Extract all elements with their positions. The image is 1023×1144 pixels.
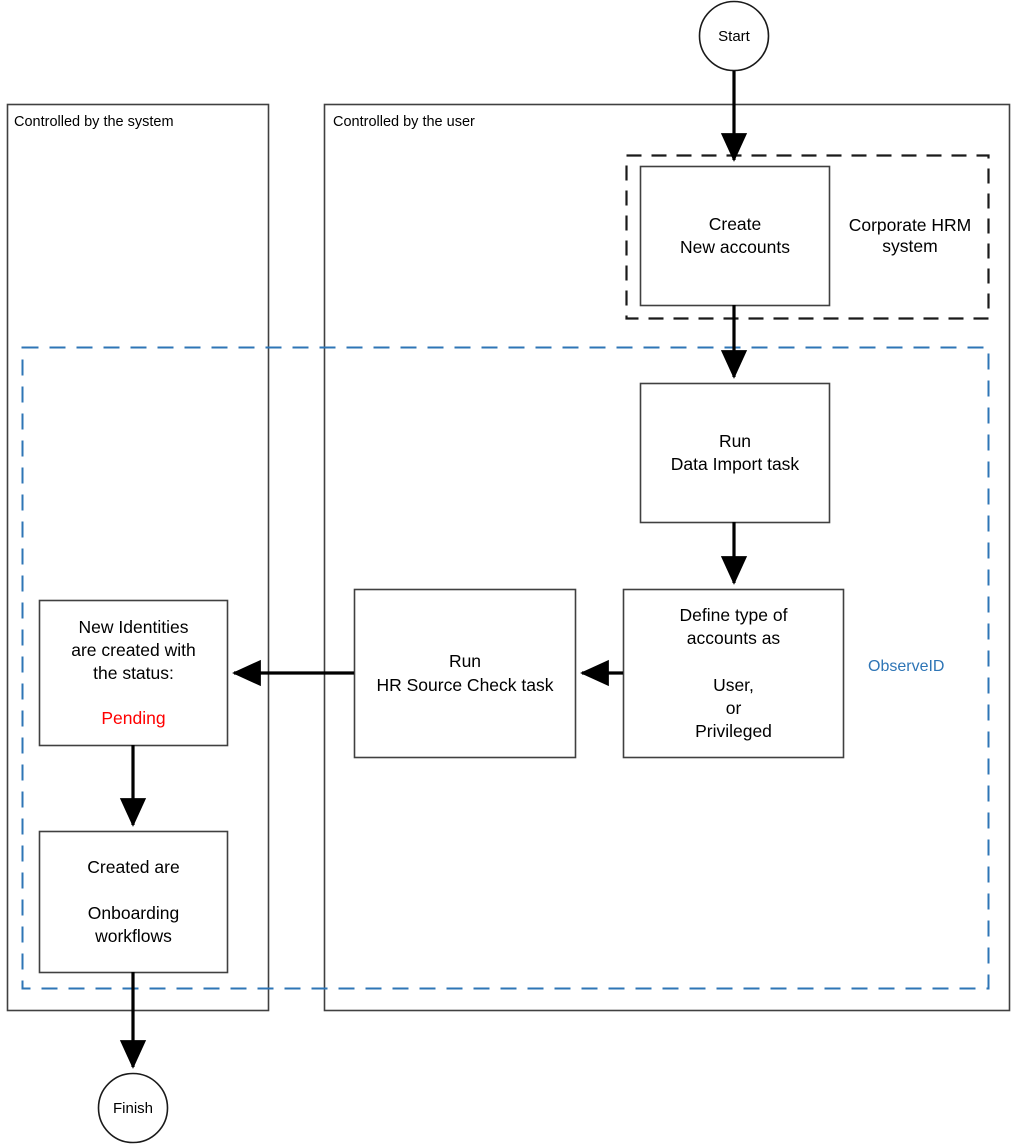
node-define-type-of-accounts-shape[interactable] — [622, 588, 845, 759]
terminator-finish-shape — [97, 1072, 169, 1144]
group-label-hrm: Corporate HRM system — [832, 196, 988, 276]
swimlane-user-border — [323, 103, 1011, 1012]
terminator-start-label: Start — [718, 27, 750, 45]
swimlane-system-border — [6, 103, 270, 1012]
node-run-data-import-task-label: Run Data Import task — [670, 430, 800, 474]
group-hrm-border — [625, 154, 990, 320]
node-create-new-accounts-label: Create New accounts — [680, 213, 790, 257]
node-run-data-import-task[interactable]: Run Data Import task — [641, 384, 829, 522]
node-new-identities-status-shape[interactable] — [38, 599, 229, 747]
node-created-onboarding-workflows[interactable]: Created are Onboarding workflows — [40, 832, 227, 972]
node-run-hr-source-check-task-shape[interactable] — [353, 588, 577, 759]
terminator-start[interactable]: Start — [699, 1, 769, 71]
swimlane-title-system: Controlled by the system — [14, 114, 174, 130]
node-created-onboarding-workflows-label: Created are Onboarding workflows — [87, 856, 180, 947]
node-run-hr-source-check-task[interactable]: Run HR Source Check task — [355, 590, 575, 757]
node-created-onboarding-workflows-shape[interactable] — [38, 830, 229, 974]
node-define-type-of-accounts[interactable]: Define type of accounts as User, or Priv… — [624, 590, 843, 757]
node-create-new-accounts[interactable]: Create New accounts — [641, 167, 829, 305]
group-observeid-border — [21, 346, 990, 990]
terminator-finish[interactable]: Finish — [98, 1073, 168, 1143]
terminator-finish-label: Finish — [112, 1099, 153, 1117]
node-run-data-import-task-shape[interactable] — [639, 382, 831, 524]
node-new-identities-status[interactable]: New Identities are created with the stat… — [40, 601, 227, 745]
group-label-hrm-text: Corporate HRM system — [848, 215, 972, 256]
swimlane-title-user: Controlled by the user — [333, 114, 475, 130]
group-label-observeid: ObserveID — [868, 658, 945, 675]
node-new-identities-status-label: New Identities are created with the stat… — [71, 616, 196, 683]
terminator-start-shape — [698, 0, 770, 72]
status-badge-pending: Pending — [101, 708, 166, 729]
node-run-hr-source-check-task-label: Run HR Source Check task — [376, 651, 554, 695]
node-define-type-of-accounts-label: Define type of accounts as User, or Priv… — [679, 605, 788, 741]
node-create-new-accounts-shape[interactable] — [639, 165, 831, 307]
